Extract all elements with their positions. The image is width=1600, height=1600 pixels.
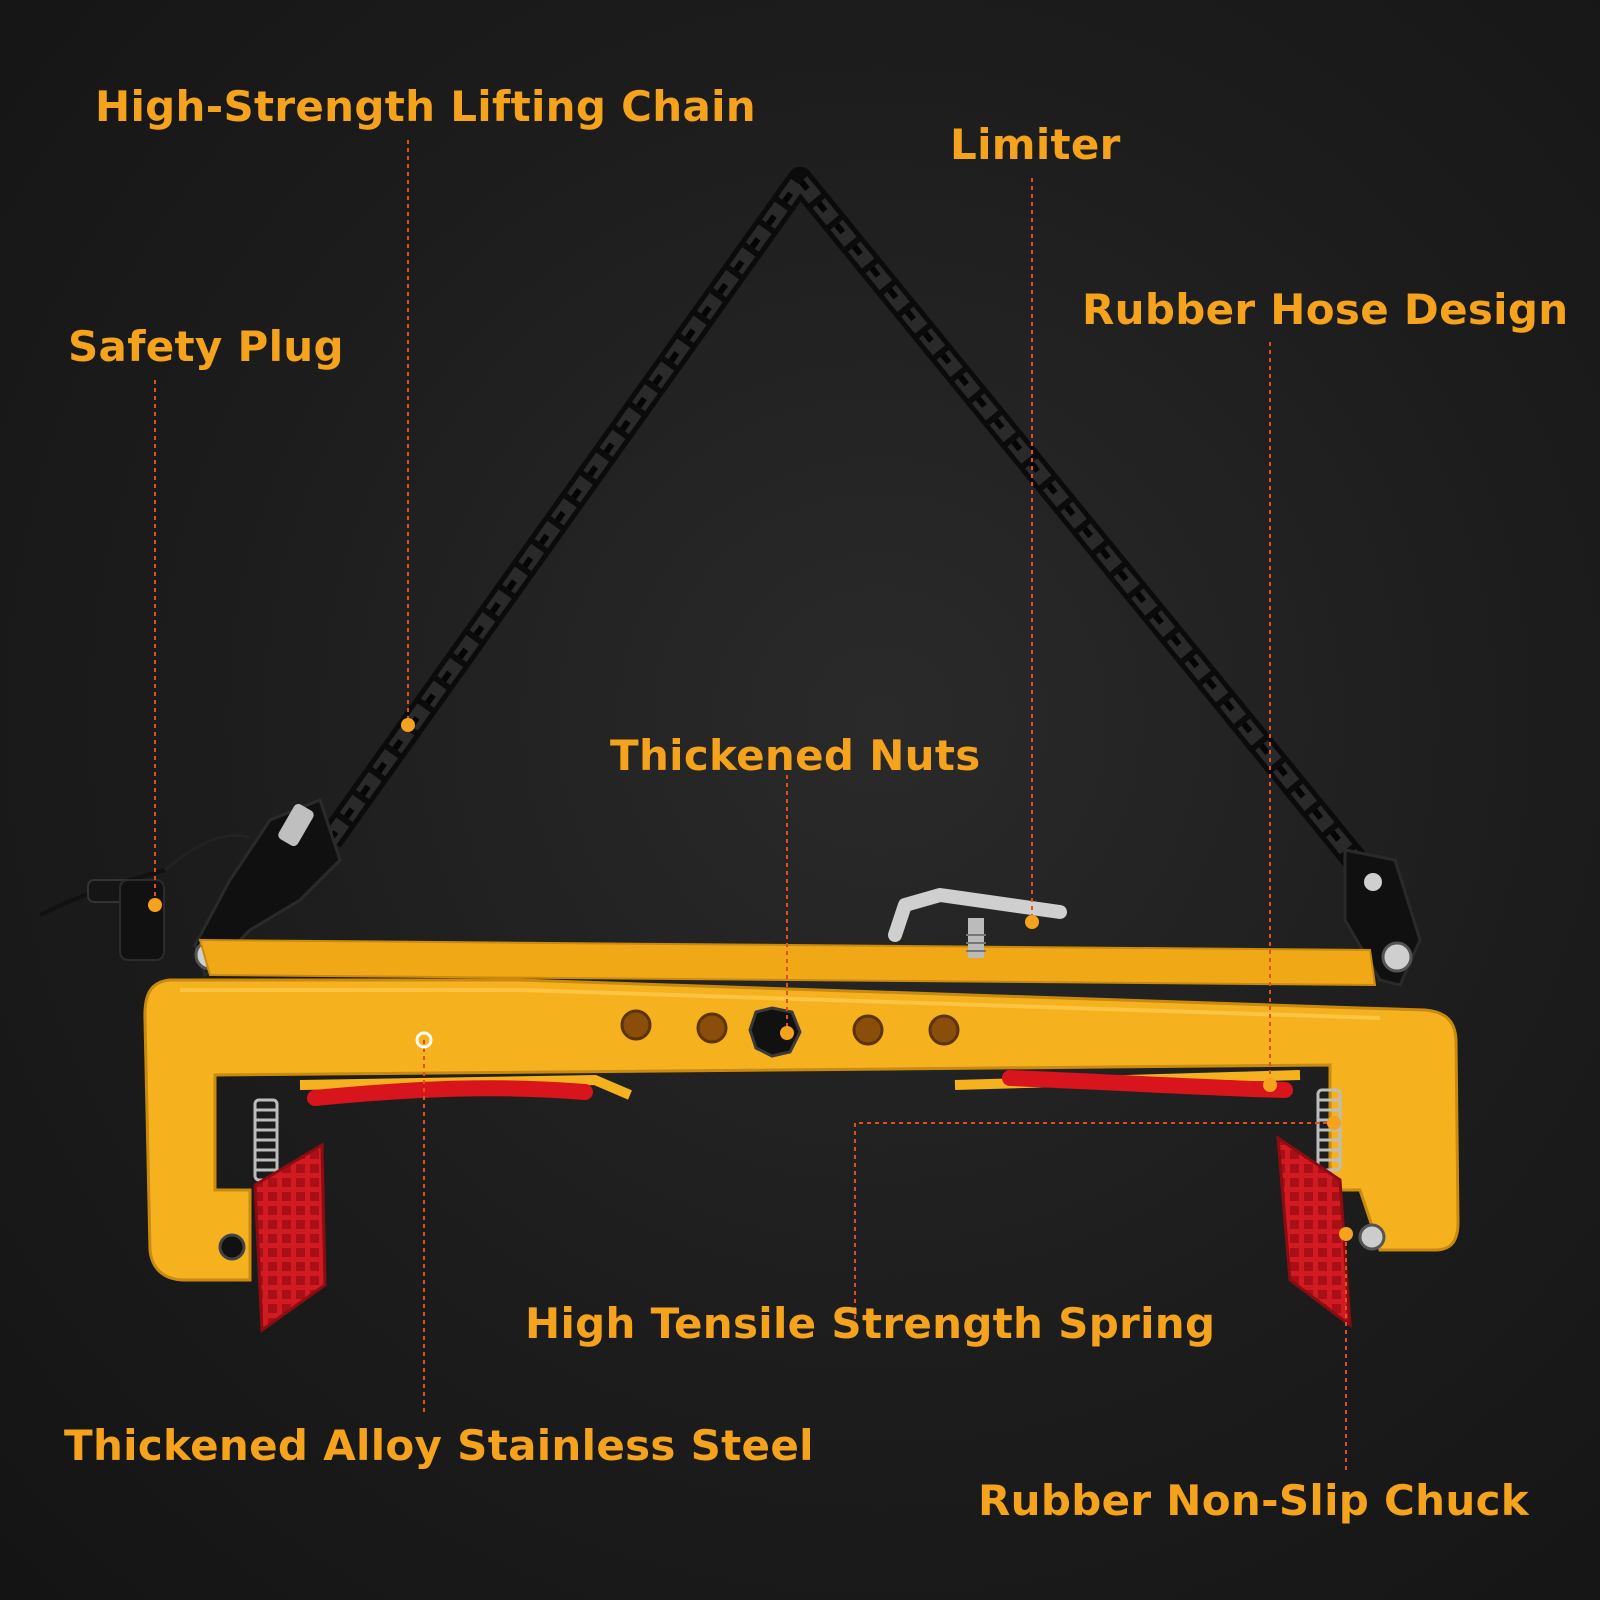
label-spring: High Tensile Strength Spring [525,1299,1216,1348]
spring-left [253,1098,279,1182]
leader-lines [154,140,1347,1470]
thickened-nut [748,1006,802,1058]
label-safety-plug: Safety Plug [68,322,344,371]
callout-dot-limiter [1025,915,1039,929]
rubber-chuck-left [218,1142,327,1333]
lifting-chain [319,167,1366,869]
adjustment-holes [620,1009,960,1046]
callout-dots [148,718,1353,1241]
callout-dot-plug [148,898,162,912]
label-limiter: Limiter [950,120,1121,169]
label-thickened-nuts: Thickened Nuts [610,731,981,780]
label-alloy-steel: Thickened Alloy Stainless Steel [64,1421,814,1470]
label-rubber-hose: Rubber Hose Design [1082,285,1569,334]
rubber-hose-right [954,1070,1301,1098]
callout-dot-steel [415,1031,433,1049]
callout-dot-hose [1263,1078,1277,1092]
label-chuck: Rubber Non-Slip Chuck [978,1476,1530,1525]
callout-dot-nuts [780,1026,794,1040]
main-frame [143,978,1460,1282]
callout-dot-spring [1327,1116,1341,1130]
callout-dot-chuck [1339,1227,1353,1241]
rubber-chuck-right [1276,1134,1386,1329]
label-lifting-chain: High-Strength Lifting Chain [95,82,756,131]
callout-dot-chain [401,718,415,732]
limiter-pin [888,888,1067,958]
rubber-hose-left [299,1074,632,1106]
